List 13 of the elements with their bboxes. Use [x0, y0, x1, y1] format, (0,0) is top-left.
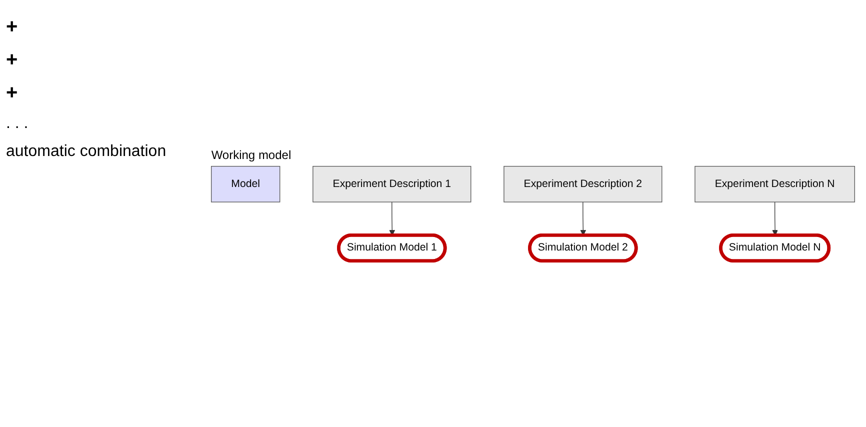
arrow	[389, 202, 396, 236]
node-box: Model	[211, 166, 280, 202]
node-box: Experiment Description 1	[312, 166, 472, 202]
arrow	[772, 202, 778, 236]
plus-sign: +	[6, 82, 19, 105]
plus-sign: +	[6, 16, 19, 39]
plus-sign: +	[6, 49, 19, 72]
node-caption: Working model	[211, 148, 292, 162]
note-text: automatic combination	[6, 143, 168, 161]
node-box: Experiment Description N	[694, 166, 855, 202]
node-box: Experiment Description 2	[504, 166, 662, 202]
ellipsis: . . .	[6, 115, 30, 133]
arrow	[580, 202, 586, 236]
